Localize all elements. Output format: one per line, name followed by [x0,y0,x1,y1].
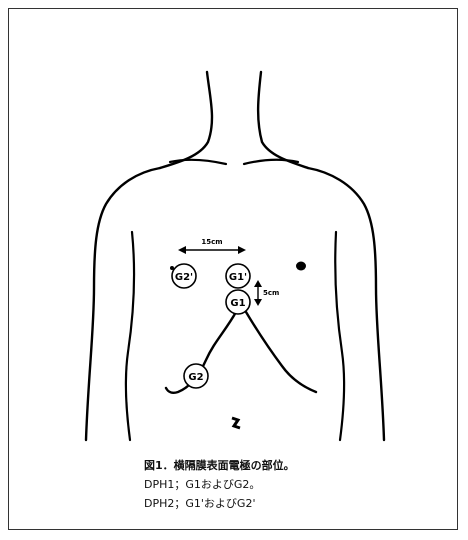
right-torso-side [335,232,344,440]
right-nipple [296,262,306,271]
vertical-arrow-head-bottom [254,299,262,306]
left-shoulder-arm-outline [86,168,160,440]
caption-line-dph1: DPH1；G1およびG2。 [144,475,295,494]
electrode-g2: G2 [184,364,208,388]
figure-caption: 図1．横隔膜表面電極の部位。 DPH1；G1およびG2。 DPH2；G1'および… [144,456,295,513]
neck-right-line [258,72,308,168]
electrode-g1-prime-label: G1' [229,272,247,283]
electrode-g2-prime: G2' [172,264,196,288]
horizontal-arrow-head-left [178,246,186,254]
electrode-g1-label: G1 [230,298,245,309]
navel [232,418,240,428]
electrode-g1: G1 [226,290,250,314]
electrode-g1-prime: G1' [226,264,250,288]
vertical-arrow-head-top [254,280,262,287]
caption-line-dph2: DPH2；G1'およびG2' [144,494,295,513]
right-rib-margin [246,312,316,392]
electrode-g2-prime-label: G2' [175,272,193,283]
neck-left-line [160,72,212,168]
horizontal-arrow-head-right [238,246,246,254]
left-torso-side [126,232,134,440]
electrode-g2-label: G2 [188,372,203,383]
caption-title: 図1．横隔膜表面電極の部位。 [144,456,295,475]
horizontal-measurement-label: 15cm [201,238,222,246]
vertical-measurement-label: 5cm [263,289,279,297]
right-shoulder-arm-outline [308,168,384,440]
